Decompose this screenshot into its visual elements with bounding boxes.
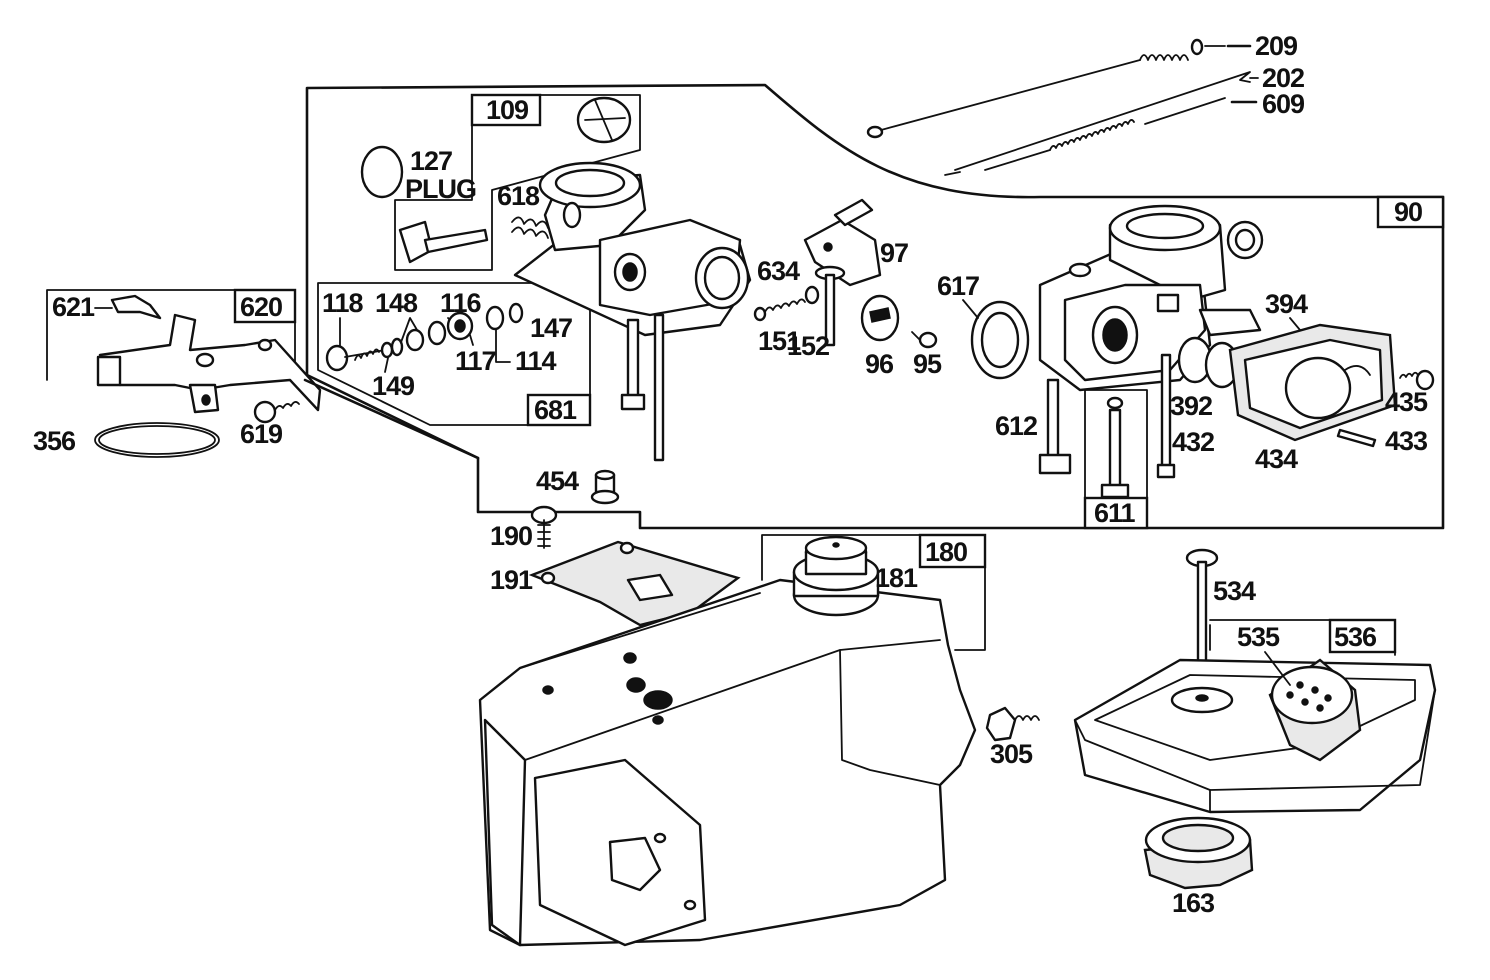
label-435: 435	[1385, 387, 1428, 417]
label-127: 127	[410, 146, 452, 176]
plug-127	[360, 145, 404, 199]
label-619: 619	[240, 419, 283, 449]
choke-shaft	[398, 220, 489, 264]
spring-609	[984, 97, 1258, 171]
fuel-tank	[478, 578, 977, 947]
label-611: 611	[1094, 498, 1136, 528]
mixture-screw-118	[325, 344, 386, 372]
bolt-611	[1100, 396, 1130, 499]
box-90	[1376, 195, 1445, 229]
carburetor-body-right	[970, 204, 1264, 479]
label-152: 152	[787, 331, 829, 361]
label-90: 90	[1394, 197, 1422, 227]
spring-618	[511, 216, 549, 239]
carburetor-body-left	[513, 161, 752, 462]
plug-sub-outline	[394, 94, 641, 271]
label-117: 117	[455, 346, 496, 376]
screw-190	[530, 505, 558, 549]
screw-619	[253, 400, 300, 424]
label-634: 634	[757, 256, 800, 286]
choke-plate	[576, 96, 632, 144]
label-109: 109	[486, 95, 529, 125]
label-147: 147	[530, 313, 572, 343]
label-534: 534	[1213, 576, 1256, 606]
label-202: 202	[1262, 63, 1304, 93]
filter-element-535	[1268, 658, 1362, 762]
label-305: 305	[990, 739, 1033, 769]
label-612: 612	[995, 411, 1037, 441]
box-681	[526, 393, 592, 427]
label-114: 114	[515, 346, 557, 376]
needle-634	[814, 265, 846, 347]
pin-433	[1336, 428, 1377, 448]
label-618: 618	[497, 181, 540, 211]
springs-148	[380, 311, 474, 359]
carburetor-group-outline	[305, 83, 1445, 530]
box-536	[1328, 618, 1397, 654]
label-432: 432	[1172, 427, 1214, 457]
label-149: 149	[372, 371, 415, 401]
throttle-bracket-620	[96, 313, 480, 460]
label-621: 621	[52, 292, 95, 322]
spring-151	[764, 298, 806, 313]
ring-356	[94, 422, 220, 458]
label-181: 181	[875, 563, 918, 593]
label-617: 617	[937, 271, 979, 301]
screw-305	[985, 706, 1040, 742]
box-620	[233, 288, 297, 324]
label-392: 392	[1170, 391, 1212, 421]
label-536: 536	[1334, 622, 1377, 652]
throttle-plate-96	[860, 294, 900, 342]
label-209: 209	[1255, 31, 1298, 61]
label-95: 95	[913, 349, 942, 379]
label-plug: PLUG	[405, 174, 476, 204]
air-cleaner-536	[1073, 658, 1437, 814]
label-394: 394	[1265, 289, 1308, 319]
link-202	[944, 71, 1259, 176]
label-620: 620	[240, 292, 282, 322]
spring-621	[110, 294, 162, 320]
seal-163	[1143, 816, 1254, 890]
label-97: 97	[880, 238, 908, 268]
box-180	[918, 533, 987, 569]
label-191: 191	[490, 565, 533, 595]
label-118: 118	[322, 288, 364, 318]
seal-152	[804, 285, 820, 305]
bracket-97	[803, 198, 882, 287]
screw-435	[1399, 369, 1435, 391]
spring-209	[866, 38, 1252, 139]
label-148: 148	[375, 288, 418, 318]
label-190: 190	[490, 521, 532, 551]
label-180: 180	[925, 537, 967, 567]
label-163: 163	[1172, 888, 1215, 918]
label-96: 96	[865, 349, 894, 379]
label-433: 433	[1385, 426, 1428, 456]
washer-114	[485, 305, 505, 331]
screw-95	[911, 331, 938, 349]
label-454: 454	[536, 466, 579, 496]
label-535: 535	[1237, 622, 1280, 652]
label-151: 151	[758, 326, 801, 356]
label-609: 609	[1262, 89, 1305, 119]
label-434: 434	[1255, 444, 1298, 474]
box-109	[470, 93, 542, 127]
label-681: 681	[534, 395, 577, 425]
label-356: 356	[33, 426, 76, 456]
bushing-454	[590, 469, 620, 505]
fuel-cap-181	[792, 535, 880, 617]
seal-147	[508, 302, 524, 324]
